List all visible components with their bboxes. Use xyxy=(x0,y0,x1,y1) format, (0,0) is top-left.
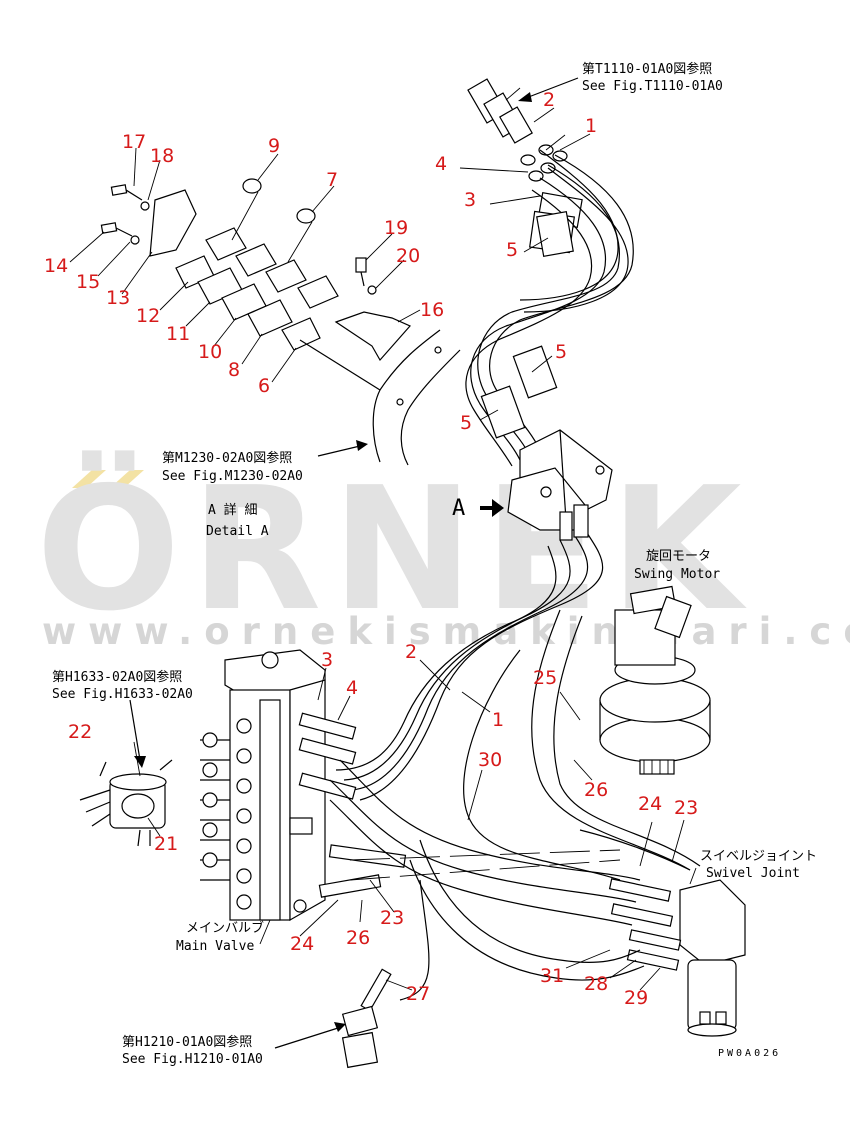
reference-texts: 第T1110-01A0図参照 See Fig.T1110-01A0 第M1230… xyxy=(52,61,817,1067)
lower-hoses xyxy=(329,609,701,1069)
callout-11: 11 xyxy=(166,323,190,345)
callout-18: 18 xyxy=(150,145,174,167)
callout-5-b: 5 xyxy=(555,341,567,363)
callout-5-c: 5 xyxy=(460,412,472,434)
callout-3-mid: 3 xyxy=(321,649,333,671)
callout-6: 6 xyxy=(258,375,270,397)
callout-19: 19 xyxy=(384,217,408,239)
callout-20: 20 xyxy=(396,245,420,267)
callout-23-a: 23 xyxy=(380,907,404,929)
callout-21: 21 xyxy=(154,833,178,855)
detail-a-title-jp: A 詳 細 xyxy=(208,502,257,518)
callout-17: 17 xyxy=(122,131,146,153)
ref-m1230-en: See Fig.M1230-02A0 xyxy=(162,469,303,484)
callout-24-a: 24 xyxy=(290,933,314,955)
callout-23-b: 23 xyxy=(674,797,698,819)
swivel-joint-label-jp: スイベルジョイント xyxy=(700,849,817,864)
detail-a-block xyxy=(480,429,613,541)
callout-14: 14 xyxy=(44,255,68,277)
top-connector-assembly xyxy=(467,78,629,313)
callout-15: 15 xyxy=(76,271,100,293)
callout-7: 7 xyxy=(326,169,338,191)
hose-bundle xyxy=(335,154,634,801)
callout-26-b: 26 xyxy=(584,779,608,801)
callout-24-b: 24 xyxy=(638,793,662,815)
swing-motor-label-en: Swing Motor xyxy=(634,567,720,582)
callout-29: 29 xyxy=(624,987,648,1009)
ref-arrow-h1210-icon xyxy=(334,1022,346,1032)
main-valve xyxy=(200,649,407,922)
swivel-joint xyxy=(608,878,746,1037)
watermark-accent-left xyxy=(72,470,106,488)
ref-m1230-jp: 第M1230-02A0図参照 xyxy=(162,450,292,466)
watermark-url: www.ornekismakinalari.com.tr xyxy=(42,610,850,653)
swing-motor-label-jp: 旋回モータ xyxy=(646,549,711,564)
callout-1-top: 1 xyxy=(585,115,597,137)
callout-12: 12 xyxy=(136,305,160,327)
callout-4-mid: 4 xyxy=(346,677,358,699)
drawing-code: PW0A026 xyxy=(718,1048,781,1059)
callout-2-top: 2 xyxy=(543,89,555,111)
callout-30: 30 xyxy=(478,749,502,771)
view-a-label: A xyxy=(452,496,465,521)
main-valve-label-jp: メインバルブ xyxy=(186,920,264,936)
reference-arrows xyxy=(129,77,579,1049)
ref-t1110-en: See Fig.T1110-01A0 xyxy=(582,79,723,94)
ref-h1633-jp: 第H1633-02A0図参照 xyxy=(52,669,182,685)
callout-5-a: 5 xyxy=(506,239,518,261)
ref-arrow-m1230-icon xyxy=(356,440,368,451)
callout-13: 13 xyxy=(106,287,130,309)
swivel-joint-label-en: Swivel Joint xyxy=(706,866,800,881)
ref-t1110-jp: 第T1110-01A0図参照 xyxy=(582,61,712,77)
callout-27: 27 xyxy=(406,983,430,1005)
callout-22: 22 xyxy=(68,721,92,743)
callout-1-mid: 1 xyxy=(492,709,504,731)
detail-a-title-en: Detail A xyxy=(206,524,269,539)
ref-h1210-jp: 第H1210-01A0図参照 xyxy=(122,1034,252,1050)
ref-h1210-en: See Fig.H1210-01A0 xyxy=(122,1052,263,1067)
callout-4-top: 4 xyxy=(435,153,447,175)
callout-28: 28 xyxy=(584,973,608,995)
connector-21 xyxy=(79,759,173,847)
ref-arrow-t1110-icon xyxy=(518,92,532,102)
callout-3-top: 3 xyxy=(464,189,476,211)
part-callouts: 1 2 3 4 5 5 5 6 7 8 9 10 11 12 13 14 15 … xyxy=(44,89,698,1009)
callout-31: 31 xyxy=(540,965,564,987)
main-valve-label-en: Main Valve xyxy=(176,939,254,954)
callout-16: 16 xyxy=(420,299,444,321)
callout-2-mid: 2 xyxy=(405,641,417,663)
bracket-assembly xyxy=(100,178,461,466)
callout-25: 25 xyxy=(533,667,557,689)
callout-8: 8 xyxy=(228,359,240,381)
watermark-accent-right xyxy=(110,470,144,488)
ref-arrow-h1633-icon xyxy=(134,756,146,768)
swing-motor xyxy=(599,585,711,775)
callout-10: 10 xyxy=(198,341,222,363)
view-a-arrow-icon xyxy=(480,499,504,517)
callout-26-a: 26 xyxy=(346,927,370,949)
watermark: ÖRNEK www.ornekismakinalari.com.tr xyxy=(36,450,850,653)
leader-lines xyxy=(69,107,697,991)
callout-9: 9 xyxy=(268,135,280,157)
ref-h1633-en: See Fig.H1633-02A0 xyxy=(52,687,193,702)
